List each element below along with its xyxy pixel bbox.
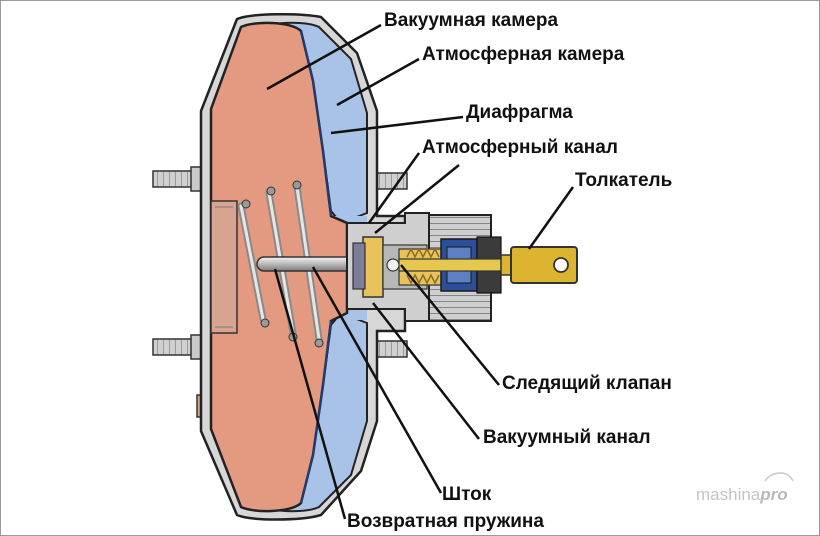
label-atmospheric-chamber: Атмосферная камера [422,44,625,65]
label-vacuum-channel: Вакуумный канал [483,427,651,448]
valve-body [346,212,510,322]
label-diaphragm: Диафрагма [466,102,573,123]
leader-atmospheric-channel [367,152,421,224]
leader-diaphragm [330,115,464,135]
leader-atmospheric-chamber [336,57,420,107]
label-vacuum-chamber: Вакуумная камера [384,10,559,31]
leader-rod [311,266,443,494]
label-pusher: Толкатель [575,170,673,191]
leader-return-spring [273,268,347,520]
watermark: mashinapro [696,485,788,505]
leader-follower-valve [400,264,500,386]
leader-vacuum-chamber [266,23,382,91]
leader-vacuum-channel [372,302,480,440]
leader-atmospheric-channel-2 [374,164,460,234]
front-plate [210,200,238,334]
label-atmospheric-channel: Атмосферный канал [422,137,618,158]
watermark-text: mashina [696,485,761,504]
leader-pusher [527,186,575,250]
pusher-rod [500,246,578,284]
label-return-spring: Возвратная пружина [347,511,544,532]
label-follower-valve: Следящий клапан [502,373,672,394]
leader-lines [266,23,575,520]
label-rod: Шток [442,484,492,505]
car-logo-icon [764,472,794,482]
watermark-text-bold: pro [760,485,788,504]
